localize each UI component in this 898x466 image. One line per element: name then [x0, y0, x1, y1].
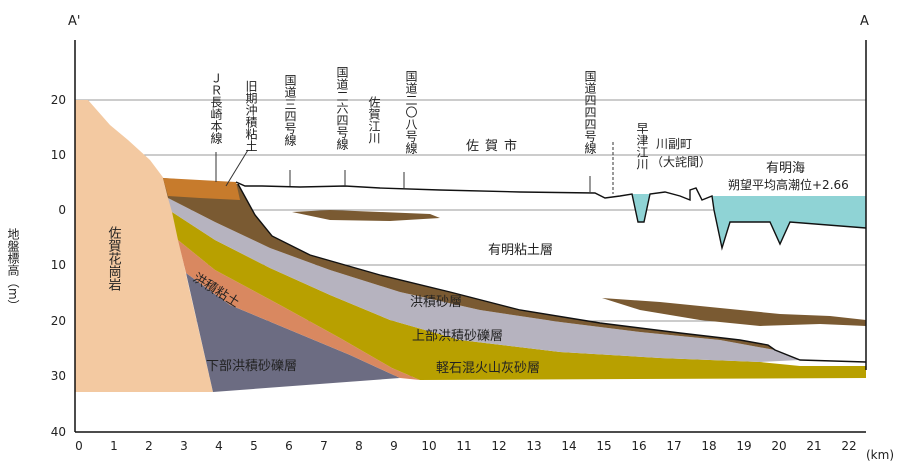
y-tick-label: 0 — [58, 203, 66, 217]
granite-label: 佐賀花崗岩 — [106, 226, 122, 291]
y-tick-label: 10 — [51, 258, 66, 272]
x-tick-label: 17 — [666, 439, 681, 453]
y-axis-title: 地盤標高（m） — [6, 228, 20, 312]
route208-label: 国道二〇八号線 — [404, 70, 418, 154]
x-tick-label: 22 — [841, 439, 856, 453]
x-tick-label: 8 — [355, 439, 363, 453]
jr-nagasaki-line-label: ＪＲ長崎本線 — [209, 72, 223, 144]
otakuma-label: （大詫間） — [651, 155, 711, 169]
endpoint-right: A — [860, 14, 869, 29]
old-alluvial-clay-layer — [163, 178, 240, 200]
x-tick-label: 19 — [736, 439, 751, 453]
clay-lens-1 — [292, 210, 440, 221]
y-tick-label: 30 — [51, 369, 66, 383]
y-tick-label: 20 — [51, 314, 66, 328]
clay-lens-2 — [602, 298, 866, 326]
x-axis-ticks: 0 1 2 3 4 5 6 7 8 9 10 11 12 13 14 15 16… — [75, 439, 856, 453]
x-tick-label: 11 — [456, 439, 471, 453]
endpoint-left: A' — [68, 14, 80, 29]
x-axis-unit: (km) — [866, 448, 894, 461]
leader-lines — [215, 142, 614, 194]
y-tick-label: 20 — [51, 93, 66, 107]
x-tick-label: 13 — [526, 439, 541, 453]
x-tick-label: 15 — [596, 439, 611, 453]
upper-gravel-label: 上部洪積砂礫層 — [412, 328, 503, 344]
route34-label: 国道三四号線 — [283, 74, 297, 146]
y-tick-label: 40 — [51, 425, 66, 439]
seafloor-line — [237, 183, 867, 363]
x-tick-label: 12 — [491, 439, 506, 453]
y-axis-ticks: 20 10 0 10 20 30 40 — [51, 93, 66, 439]
lower-gravel-label: 下部洪積砂礫層 — [206, 358, 297, 374]
x-tick-label: 1 — [110, 439, 118, 453]
x-tick-label: 9 — [390, 439, 398, 453]
sea-water — [712, 196, 866, 248]
upper-gravel-layer — [168, 198, 800, 362]
x-tick-label: 7 — [320, 439, 328, 453]
ariake-clay-label: 有明粘土層 — [488, 243, 553, 258]
lower-gravel-layer — [186, 273, 400, 392]
saga-city-label: 佐賀市 — [466, 138, 523, 154]
x-tick-label: 14 — [561, 439, 576, 453]
x-tick-label: 0 — [75, 439, 83, 453]
x-tick-label: 3 — [180, 439, 188, 453]
x-tick-label: 16 — [631, 439, 646, 453]
granite-layer — [75, 100, 213, 392]
x-tick-label: 18 — [701, 439, 716, 453]
tide-level-label: 朔望平均高潮位+2.66 — [728, 177, 849, 192]
y-tick-label: 10 — [51, 148, 66, 162]
route264-label: 国道二六四号線 — [335, 66, 349, 150]
pumice-sand-layer — [172, 212, 866, 380]
x-tick-label: 6 — [285, 439, 293, 453]
diluvial-sand-label: 洪積砂層 — [410, 295, 462, 310]
kawazoe-town-label: 川副町 — [656, 137, 692, 151]
x-tick-label: 2 — [145, 439, 153, 453]
x-tick-label: 5 — [250, 439, 258, 453]
x-tick-label: 21 — [806, 439, 821, 453]
hayatsue-river-label: 早津江川 — [635, 122, 649, 170]
route444-label: 国道四四四号線 — [583, 70, 597, 154]
old-alluvial-clay-label: 旧期沖積粘土 — [244, 80, 258, 152]
pumice-sand-label: 軽石混火山灰砂層 — [436, 361, 540, 376]
saga-e-river-label: 佐賀江川 — [367, 96, 381, 144]
x-tick-label: 20 — [771, 439, 786, 453]
x-tick-label: 10 — [421, 439, 436, 453]
ariake-sea-label: 有明海 — [766, 161, 805, 176]
x-tick-label: 4 — [215, 439, 223, 453]
ground-surface-line — [235, 181, 867, 251]
